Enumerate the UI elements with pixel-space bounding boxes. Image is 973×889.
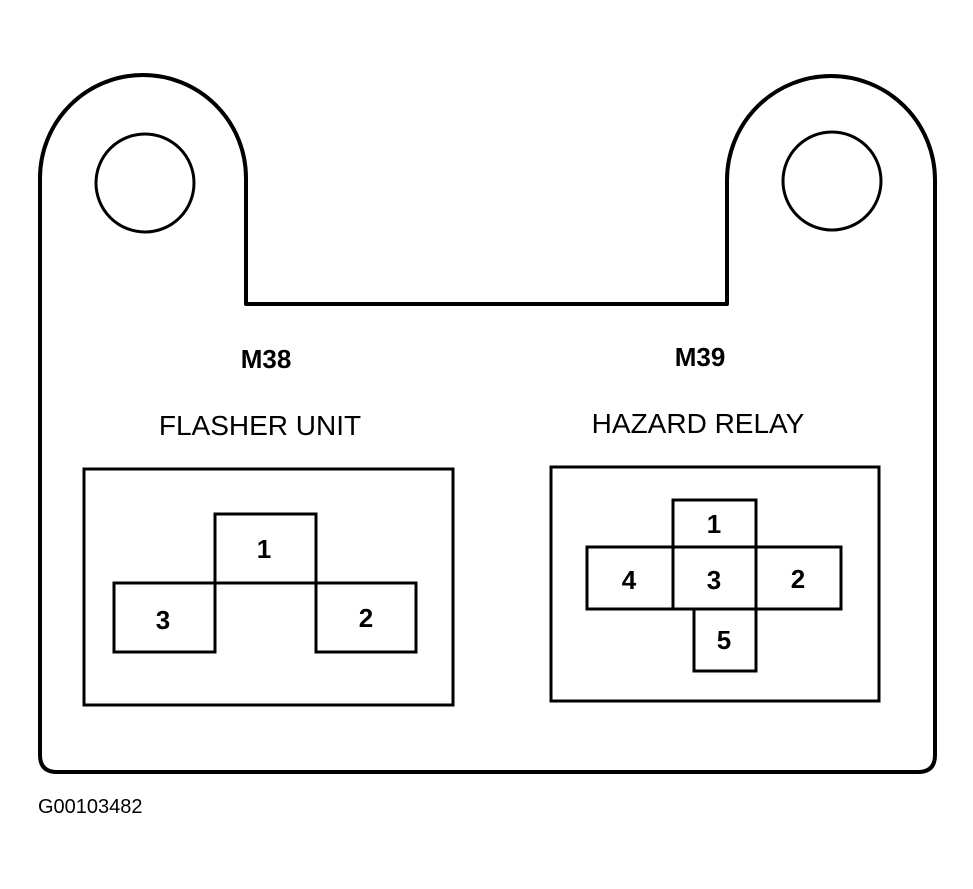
- hazard-pin-1-label: 1: [707, 509, 721, 539]
- flasher-pin-3-label: 3: [156, 605, 170, 635]
- flasher-pin-1-cavity: [213, 512, 318, 585]
- hazard-pin-3-label: 3: [707, 565, 721, 595]
- flasher-connector-name: FLASHER UNIT: [159, 410, 361, 441]
- flasher-pin-1-label: 1: [257, 534, 271, 564]
- hazard-pin-5-label: 5: [717, 625, 731, 655]
- hazard-connector-face: 1 4 3 2 5: [549, 465, 881, 703]
- hazard-pin-2-label: 2: [791, 564, 805, 594]
- left-mounting-hole: [94, 132, 196, 234]
- flasher-pin-2-label: 2: [359, 603, 373, 633]
- right-mounting-hole: [781, 130, 883, 232]
- hazard-connector-name: HAZARD RELAY: [592, 408, 805, 439]
- hazard-pin-1-cavity: [671, 498, 758, 549]
- flasher-pin-3-cavity: [112, 581, 217, 654]
- hazard-pin-4-cavity: [585, 545, 675, 611]
- flasher-connector-code: M38: [241, 344, 292, 374]
- hazard-connector-code: M39: [675, 342, 726, 372]
- flasher-pin-2-cavity: [314, 581, 418, 654]
- hazard-pin-5-cavity: [692, 607, 758, 673]
- hazard-pin-4-label: 4: [622, 565, 637, 595]
- flasher-connector-face: 1 3 2: [82, 467, 455, 707]
- figure-id: G00103482: [38, 796, 143, 818]
- hazard-pin-2-cavity: [754, 545, 843, 611]
- bracket-outline: [38, 73, 937, 774]
